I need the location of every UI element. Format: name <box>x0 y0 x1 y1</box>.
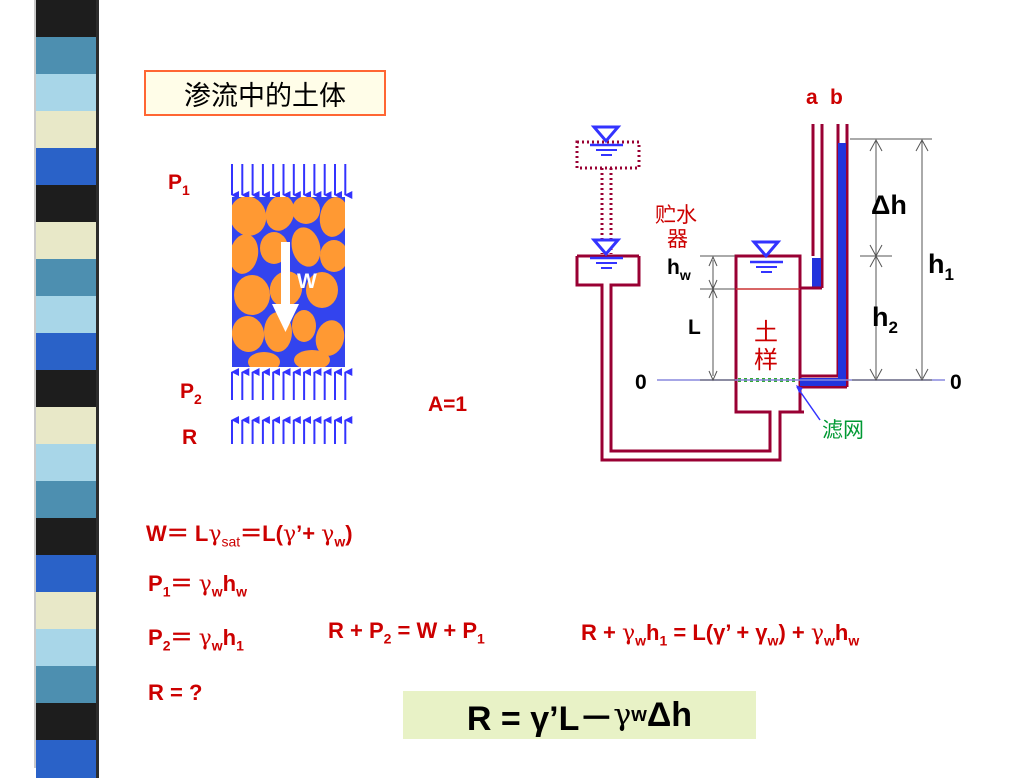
h2-label: h2 <box>872 302 898 337</box>
weight-label: W <box>297 270 317 293</box>
stripe-block <box>36 518 99 556</box>
stripe-block <box>36 481 99 519</box>
stripe-block <box>36 444 99 482</box>
stripe-block <box>36 74 99 112</box>
decorative-stripe <box>0 0 115 778</box>
stripe-block <box>36 370 99 408</box>
stripe-block <box>36 259 99 297</box>
filter-pointer <box>796 386 821 421</box>
stripe-block <box>36 0 99 38</box>
upper-reservoir-dotted <box>575 140 641 254</box>
filter-label: 滤网 <box>822 419 864 442</box>
hw-label: hw <box>667 256 691 283</box>
upward-arrows-p2 <box>231 368 353 400</box>
dimension-h <box>850 138 932 382</box>
stripe-block <box>36 703 99 741</box>
h1-label: h1 <box>928 249 954 284</box>
stripe-block <box>36 592 99 630</box>
area-label: A=1 <box>428 393 467 416</box>
tube-a-water <box>812 258 821 288</box>
weight-arrow <box>272 242 299 332</box>
stripe-block <box>36 111 99 149</box>
datum-label-left: 0 <box>635 371 647 394</box>
tube-label-b: b <box>830 86 843 109</box>
outlet-water <box>800 378 846 386</box>
dimension-hw-l <box>700 255 735 382</box>
stripe-block <box>36 629 99 667</box>
water-level-symbol-upper <box>590 125 623 156</box>
upward-arrows-r <box>231 416 353 444</box>
stripe-block <box>36 37 99 75</box>
equation-w: W＝ Lγsat＝L(γ’+ γw) <box>146 521 353 550</box>
datum-label-right: 0 <box>950 371 962 394</box>
stripe-block <box>36 666 99 704</box>
l-label: L <box>688 316 701 339</box>
stripe-block <box>36 555 99 593</box>
equation-expanded: R + γwh1 = L(γ’ + γw) + γwhw <box>581 620 860 649</box>
equation-r-question: R = ? <box>148 680 203 705</box>
downward-arrows-p1 <box>231 164 353 199</box>
stripe-block <box>36 222 99 260</box>
delta-h-label: Δh <box>871 190 907 220</box>
equation-p2: P2＝ γwh1 <box>148 625 244 654</box>
equation-p1: P1＝ γwhw <box>148 571 247 600</box>
water-level-symbol-sample <box>750 240 783 273</box>
water-level-symbol-reservoir <box>590 238 623 269</box>
soil-grains <box>232 197 345 367</box>
p1-label: P1 <box>168 171 190 198</box>
r-label: R <box>182 426 197 449</box>
reservoir-pipe <box>575 254 804 462</box>
stripe-block <box>36 407 99 445</box>
piezometer-tube-a <box>811 124 824 288</box>
soil-sample-label: 土样 <box>754 319 778 374</box>
tube-label-a: a <box>806 86 818 109</box>
slide-title: 渗流中的土体 <box>144 70 386 116</box>
reservoir-label: 贮水器 <box>655 204 697 251</box>
stripe-block <box>36 296 99 334</box>
equation-balance: R + P2 = W + P1 <box>328 618 485 647</box>
stripe-block <box>36 185 99 223</box>
stripe-block <box>36 333 99 371</box>
tube-b-water <box>838 143 846 379</box>
p2-label: P2 <box>180 380 202 407</box>
stripe-block <box>36 148 99 186</box>
